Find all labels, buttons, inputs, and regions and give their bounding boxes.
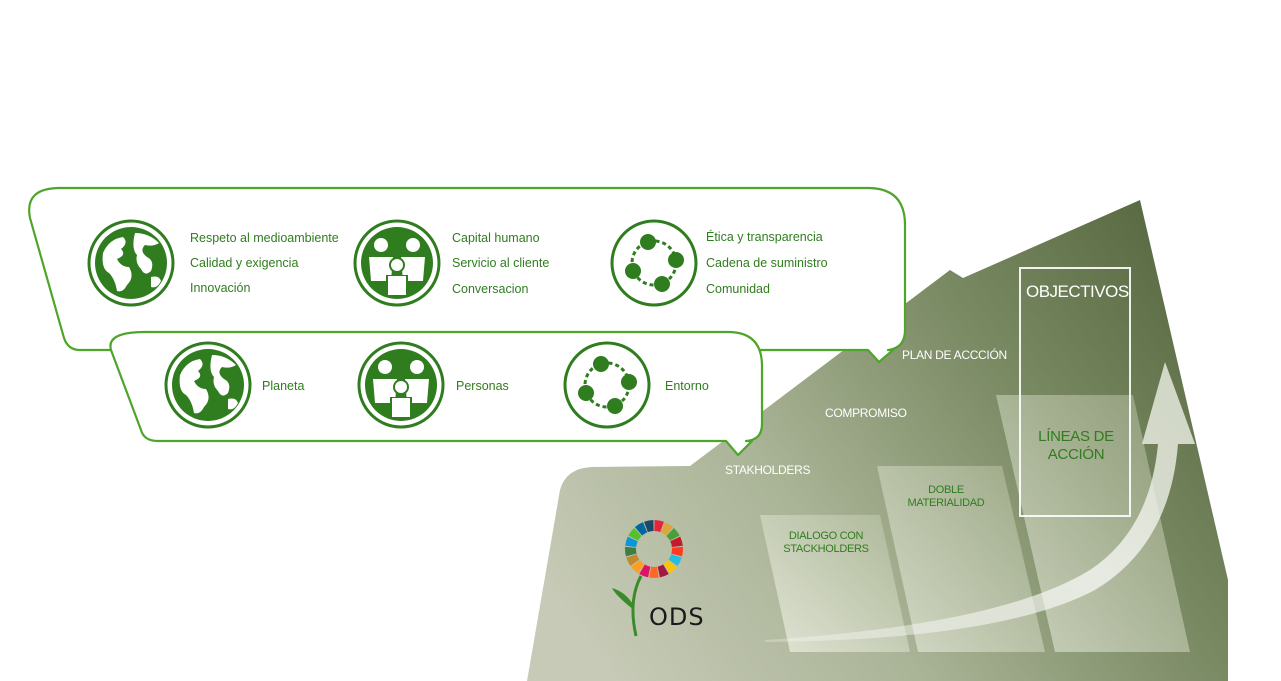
step-label-compromiso: COMPROMISO [825,406,907,420]
growth-arrow [765,362,1195,642]
objectives-box [1019,267,1131,517]
people-icon [353,219,441,307]
step-label-plan-de-accion: PLAN DE ACCCIÓN [902,348,1007,362]
objectives-label: OBJECTIVOS [1026,282,1129,301]
box-label-lineas: LÍNEAS DE ACCIÓN [1020,428,1132,464]
step-panel-dialogo [760,515,910,652]
sdg-wheel-segment [671,546,683,557]
sdg-wheel-segment [634,522,648,536]
network-circle-icon [563,341,651,429]
sdg-wheel-segment [639,564,651,578]
top-group-3-item-1: Ética y transparencia [706,230,823,244]
sdg-wheel-segment [628,527,642,541]
top-group-2-item-2: Servicio al cliente [452,256,550,270]
step-label-stakholders: STAKHOLDERS [725,463,811,477]
box-label-dialogo-line-1: DIALOGO CON [788,530,864,542]
top-group-2-item-1: Capital humano [452,231,540,245]
top-group-2-item-3: Conversacion [452,282,529,296]
sdg-wheel-segment [657,564,669,578]
top-group-3-item-2: Cadena de suministro [706,256,828,270]
box-label-doble-line-2: MATERIALIDAD [907,497,985,509]
top-group-1-item-3: Innovación [190,281,251,295]
top-panel-bubble [28,186,907,364]
sdg-wheel-segment [660,522,674,536]
top-group-3-item-3: Comunidad [706,282,770,296]
box-label-lineas-line-1: LÍNEAS DE [1038,428,1114,445]
globe-icon [87,219,175,307]
network-circle-icon [610,219,698,307]
people-icon [357,341,445,429]
bottom-group-3-label: Entorno [665,379,709,393]
box-label-doble: DOBLE MATERIALIDAD [890,484,1002,510]
globe-icon [164,341,252,429]
box-label-lineas-line-2: ACCIÓN [1047,446,1105,463]
bottom-group-2-label: Personas [456,379,509,393]
box-label-dialogo-line-2: STACKHOLDERS [783,543,869,555]
top-group-1-item-2: Calidad y exigencia [190,256,299,270]
sdg-wheel-segment [654,520,664,533]
sdg-wheel-segment [649,566,659,578]
sdg-wheel-segment [666,527,680,541]
bottom-group-1-label: Planeta [262,379,305,393]
sdg-wheel-segment [644,520,654,533]
sdg-wheel-segment [663,560,677,574]
ods-logo [612,520,683,637]
box-label-doble-line-1: DOBLE [928,484,964,496]
sdg-wheel-segment [625,546,637,557]
step-panel-lineas [996,395,1190,652]
sdg-wheel-segment [626,554,640,567]
sdg-color-wheel-icon [625,520,683,578]
sdg-wheel-segment [670,536,683,547]
top-group-1-item-1: Respeto al medioambiente [190,231,339,245]
sdg-wheel-segment [631,560,645,574]
ods-logo-text: ODS [649,603,705,631]
box-label-dialogo: DIALOGO CON STACKHOLDERS [770,530,882,556]
sdg-wheel-segment [625,536,638,547]
sdg-wheel-segment [668,554,682,567]
